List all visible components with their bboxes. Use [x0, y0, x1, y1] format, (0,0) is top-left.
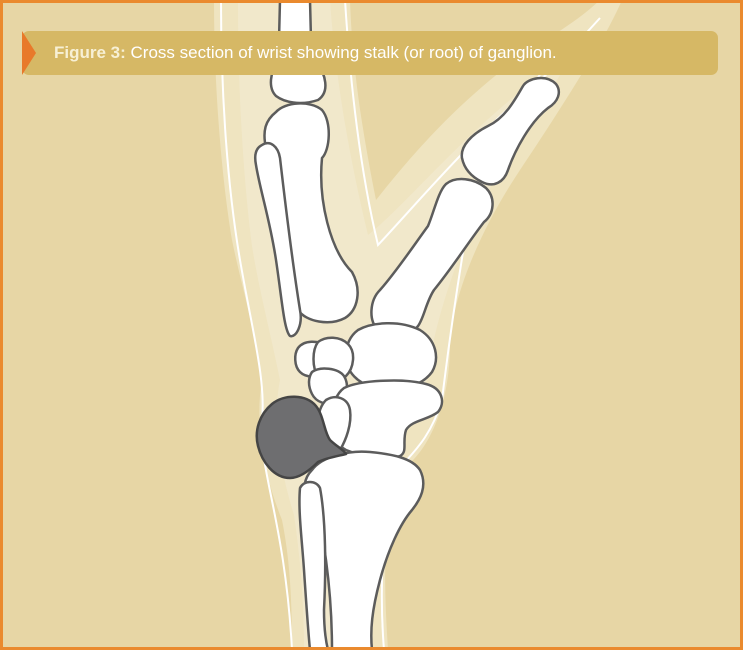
triangle-arrow-icon: [22, 31, 36, 75]
figure-label: Figure 3:: [54, 43, 126, 62]
figure-caption: Figure 3: Cross section of wrist showing…: [54, 31, 557, 75]
figure-caption-text: Cross section of wrist showing stalk (or…: [126, 43, 557, 62]
